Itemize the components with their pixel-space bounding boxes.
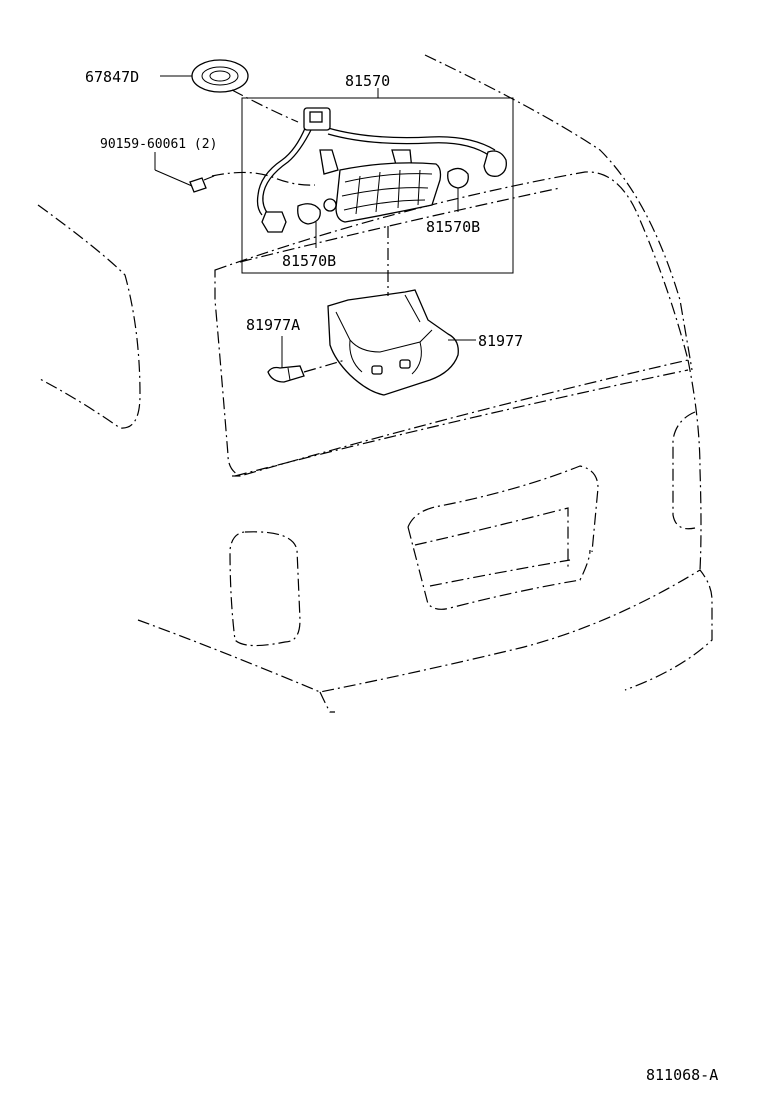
label-assembly: 81570	[345, 72, 390, 90]
bulb-right	[447, 167, 469, 212]
clip-dash	[303, 359, 346, 373]
clip	[267, 365, 305, 383]
socket-left	[261, 211, 287, 233]
screw	[189, 175, 215, 193]
label-bulb-left: 81570B	[282, 252, 336, 270]
lamp-cover	[327, 289, 459, 396]
diagram-code: 811068-A	[646, 1066, 718, 1084]
socket-right	[483, 150, 507, 177]
grommet-dash	[231, 89, 299, 123]
connector-latch	[309, 111, 323, 123]
leader-screw-b	[154, 169, 193, 187]
grommet	[191, 59, 249, 93]
label-bulb-right: 81570B	[426, 218, 480, 236]
label-screw: 90159-60061 (2)	[100, 137, 217, 152]
screw-dash	[211, 171, 316, 186]
stop-lamp-housing	[319, 149, 442, 223]
label-clip: 81977A	[246, 316, 300, 334]
wire-harness	[256, 107, 507, 233]
label-cover: 81977	[478, 332, 523, 350]
label-grommet: 67847D	[85, 68, 139, 86]
bulb-left	[297, 203, 321, 248]
vehicle-outline	[37, 54, 713, 713]
